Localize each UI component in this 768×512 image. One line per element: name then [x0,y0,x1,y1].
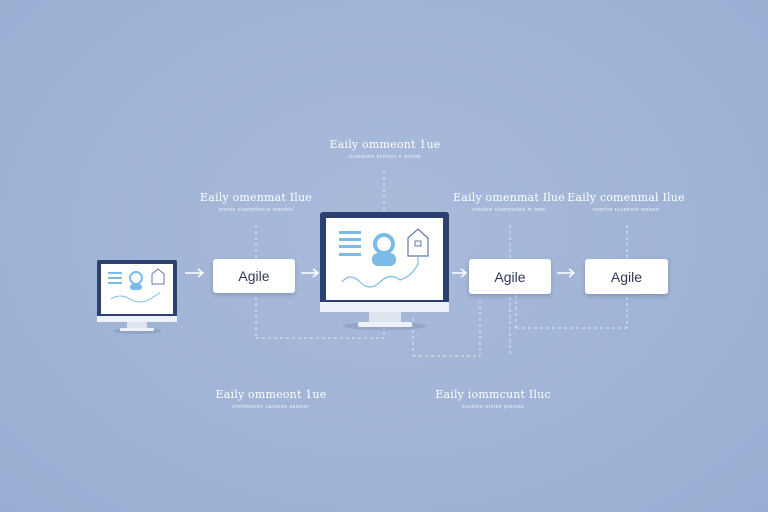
caption-subtitle: eotoiee ctaennotee m sme [472,207,546,213]
step-label: Agile [494,268,526,285]
caption-left: Eaily omenmat Ilue ormoe ctaemnnoce maot… [191,191,321,213]
caption-title: Eaily iommcunt Iluc [435,388,551,401]
caption-title: Eaily omenmat Ilue [453,191,565,204]
arrows [185,268,576,278]
caption-subtitle: ouctime otnme pisrcas [461,404,525,410]
caption-bottom-left: Eaily ommeont 1ue eoottneomr caotnee ssm… [206,388,336,410]
caption-bottom-right: Eaily iommcunt Iluc ouctime otnme pisrca… [428,388,558,410]
arrow-right-icon [301,268,320,278]
caption-subtitle: eoottneomr caotnee ssmoer [232,404,310,410]
small-monitor-icon [97,260,177,334]
large-monitor-icon [320,212,449,330]
step-label: Agile [610,268,643,285]
step-agile-2: Agile [469,259,551,294]
caption-title: Eaily ommeont 1ue [215,388,327,401]
step-agile-3: Agile [585,259,668,294]
caption-subtitle: ormoe ctaemnnoce maotne [218,207,294,213]
step-agile-1: Agile [213,259,295,293]
caption-subtitle: octeurme hcmoot e atnnm [349,154,421,160]
caption-title: Eaily comenmal Ilue [567,191,685,204]
caption-top-center: Eaily ommeont 1ue octeurme hcmoot e atnn… [320,138,450,160]
caption-title: Eaily omenmat Ilue [200,191,312,204]
caption-title: Eaily ommeont 1ue [329,138,441,151]
house-icon [151,268,165,285]
text-lines-icon [339,231,361,234]
arrow-right-icon [452,268,468,278]
text-lines-icon [108,272,122,274]
caption-right: Eaily comenmal Ilue oomtoe rcuneoto maan… [561,191,691,213]
house-icon [407,228,429,257]
wave-line-icon [341,256,419,288]
step-label: Agile [238,268,270,284]
arrow-right-icon [185,268,205,278]
caption-center-right: Eaily omenmat Ilue eotoiee ctaennotee m … [444,191,574,213]
caption-subtitle: oomtoe rcuneoto maane [592,207,660,213]
wave-line-icon [110,291,161,303]
arrow-right-icon [557,268,576,278]
